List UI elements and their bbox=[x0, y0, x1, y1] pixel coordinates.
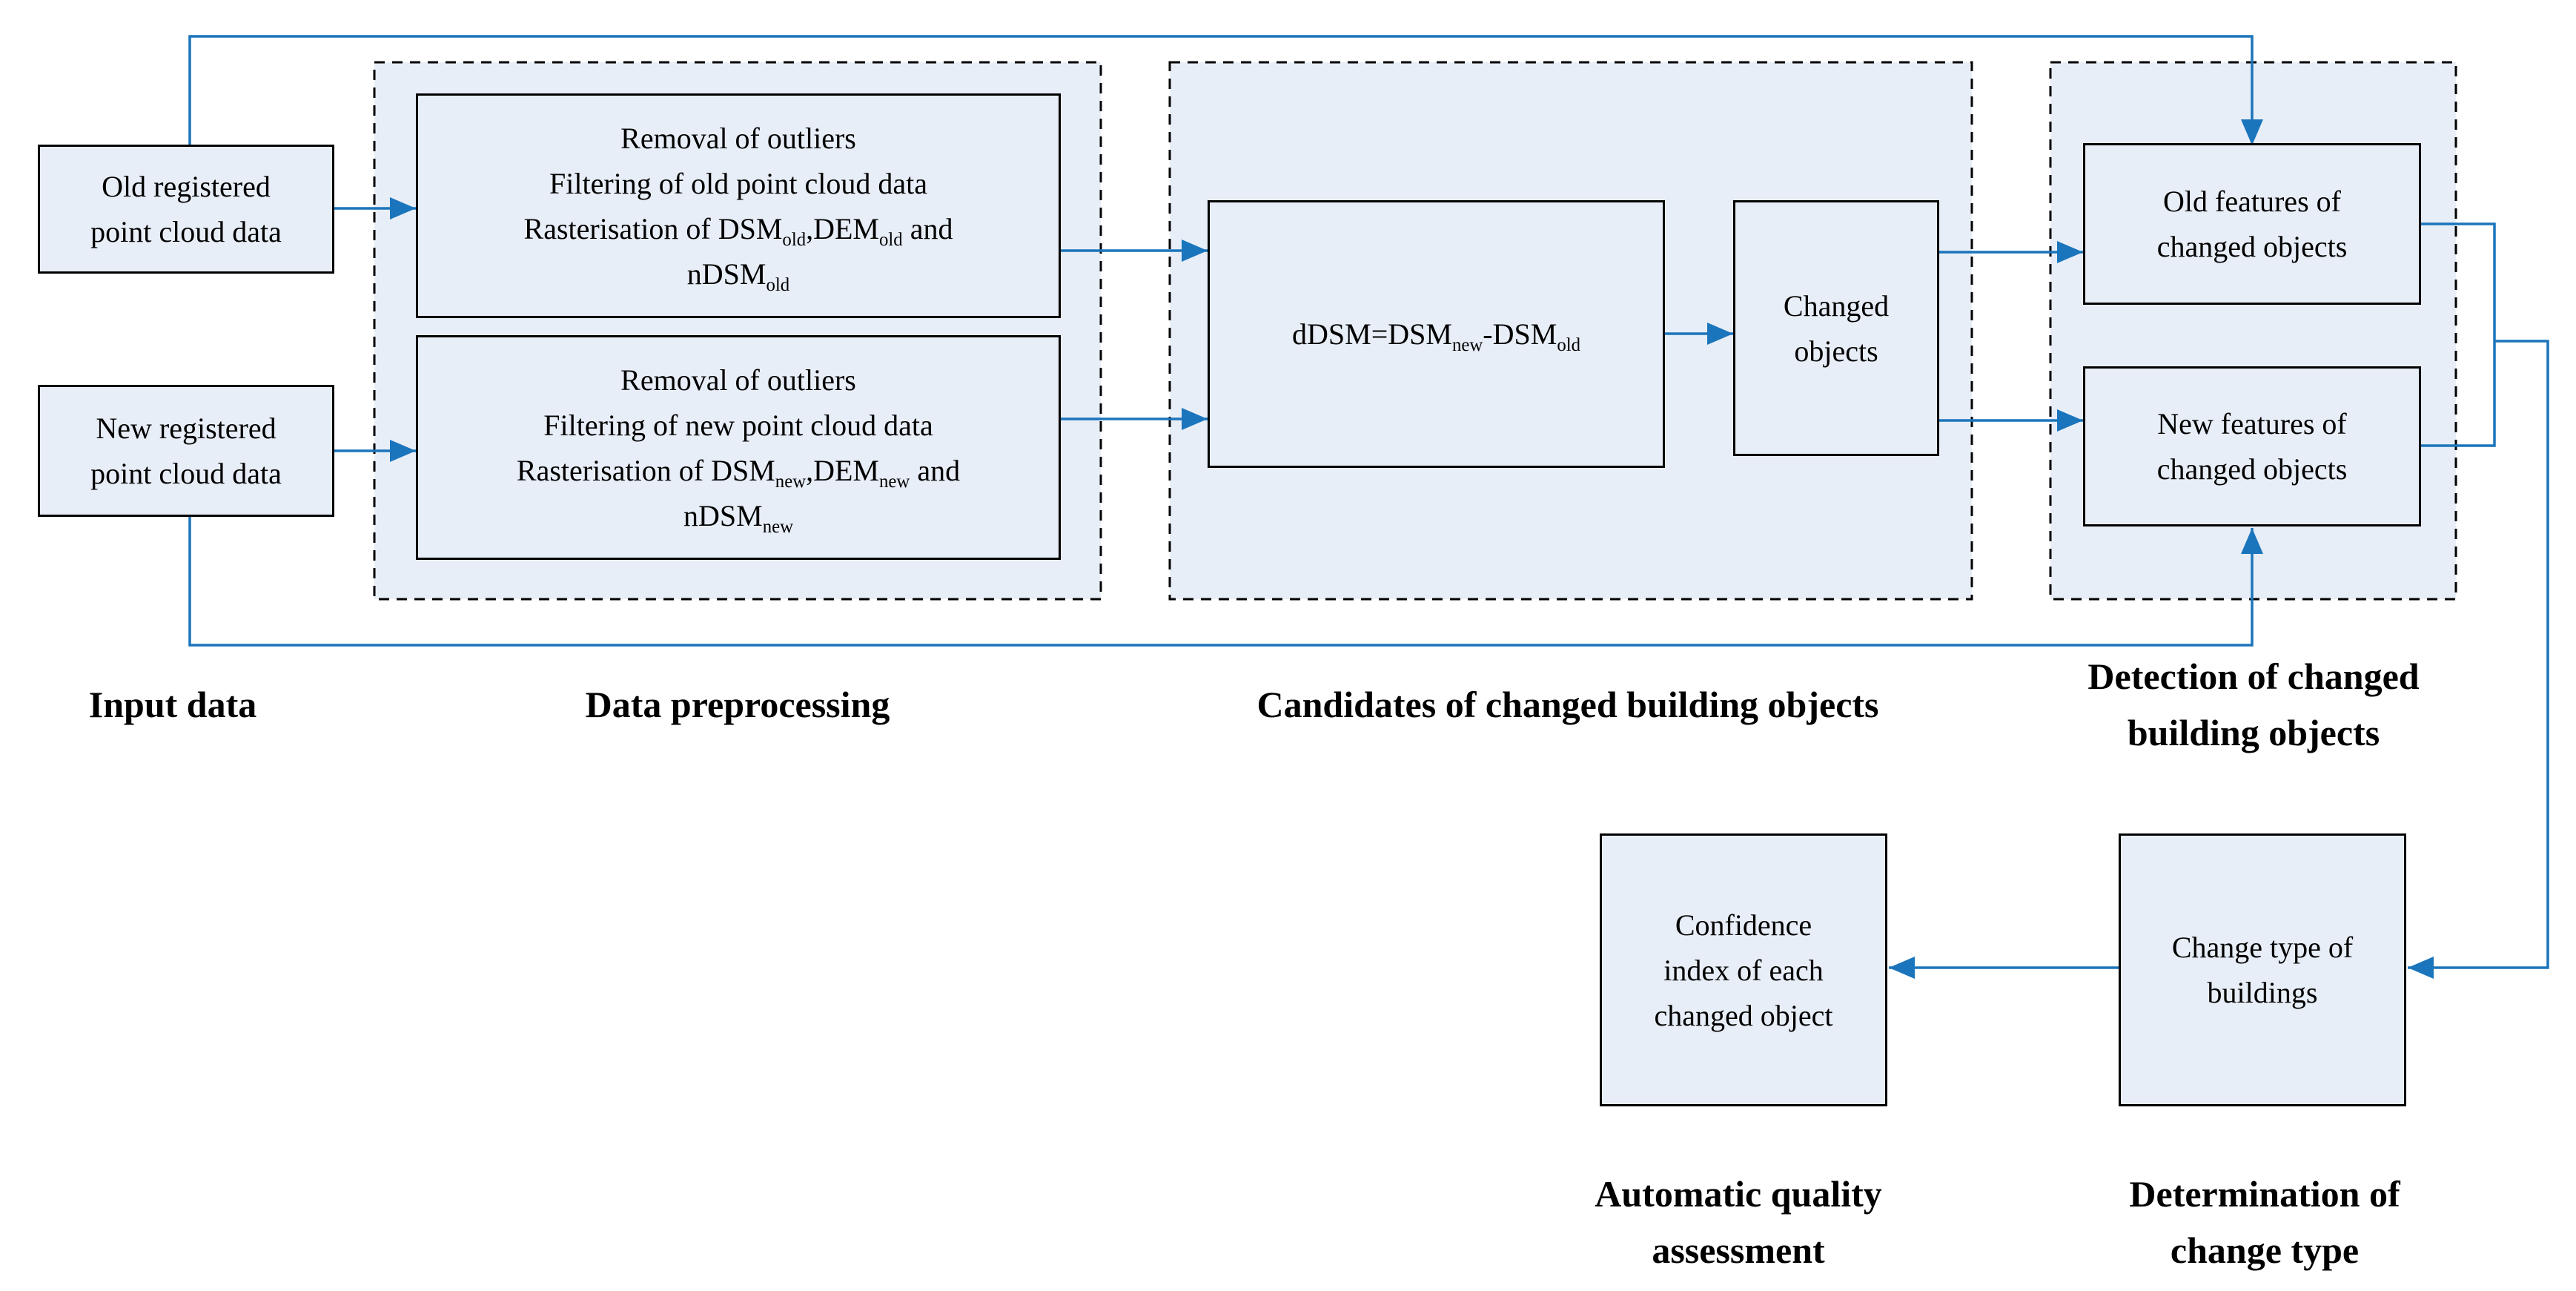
bracket-features-merge bbox=[2420, 222, 2496, 447]
stage-label-data-preprocessing: Data preprocessing bbox=[585, 684, 890, 725]
stage-label-input-data: Input data bbox=[88, 684, 257, 725]
stage-label-candidates: Candidates of changed building objects bbox=[1256, 684, 1879, 725]
box-ddsm-difference: dDSM=DSMnew-DSMold bbox=[1208, 200, 1665, 468]
arrow-old-input-to-old-features-top-route bbox=[188, 35, 2263, 145]
arrow-new-input-to-new-features-bottom-route bbox=[188, 516, 2263, 647]
arrow-features-to-changetype bbox=[2408, 340, 2549, 979]
